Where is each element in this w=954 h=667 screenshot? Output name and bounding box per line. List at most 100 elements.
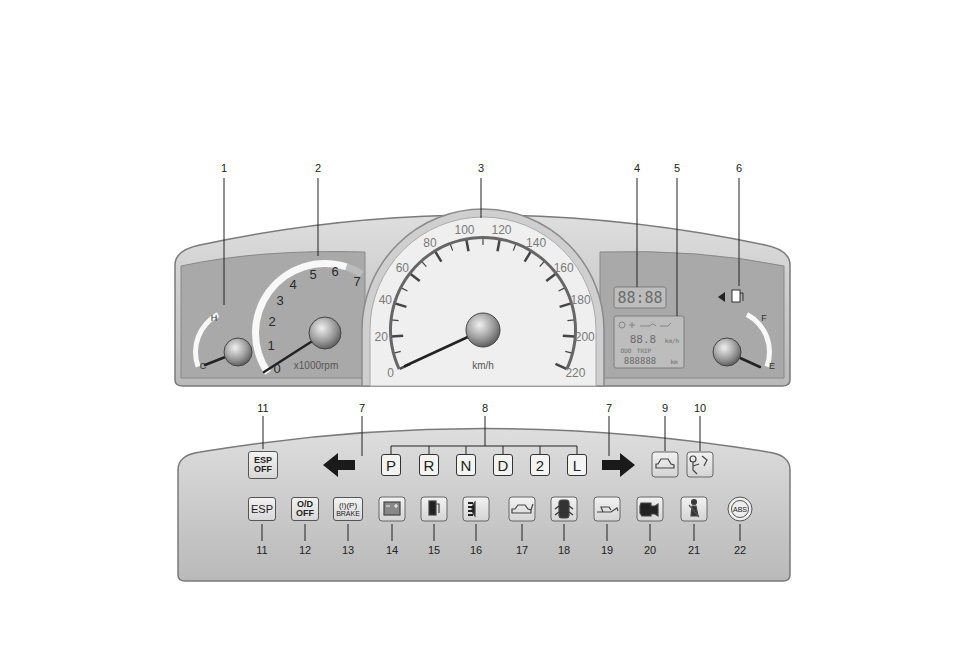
callout-number: 15: [428, 545, 440, 556]
fuel-glyph: [436, 504, 439, 513]
callout-number: 6: [736, 163, 742, 174]
leader-line: [434, 524, 435, 541]
car-icon: [656, 459, 674, 468]
tach-unit: x1000rpm: [294, 361, 338, 371]
lcd-unit: km/h: [665, 338, 679, 344]
gauge-arc: [389, 236, 577, 370]
airbag-icon: [693, 456, 707, 474]
speed-tick: [466, 240, 468, 252]
leader-lines: [224, 178, 739, 316]
speed-tick: [392, 319, 399, 321]
callout-number: 3: [478, 163, 484, 174]
speed-number: 200: [575, 331, 595, 343]
speed-tick: [391, 334, 403, 337]
callout-number: 18: [558, 545, 570, 556]
speed-tick: [401, 288, 407, 291]
trunk-glyph: [512, 504, 533, 513]
gauge-knobs: [224, 313, 741, 366]
gauge-arcs: [193, 236, 772, 375]
indicator-text: ESP OFF: [251, 456, 275, 474]
speed-tick: [546, 274, 555, 281]
lcd-icons: [619, 322, 671, 328]
speed-tick: [435, 251, 441, 261]
callout-number: 19: [601, 545, 613, 556]
leader-line: [262, 524, 263, 541]
indicator-text: ESP: [251, 504, 273, 515]
speedometer-bezel: [362, 209, 604, 386]
esp-indicator: ESP: [248, 497, 276, 521]
leader-line: [607, 524, 608, 541]
fuel-icon-hose: [740, 293, 743, 301]
abs-indicator: ABS: [727, 496, 753, 522]
callout-number: 22: [734, 545, 746, 556]
speed-number: 220: [565, 367, 585, 379]
callout-number: 1: [221, 163, 227, 174]
speedometer-ticks: [391, 238, 575, 369]
gear-indicator: P: [381, 454, 401, 476]
indicator-text: P: [386, 458, 396, 473]
leader-line: [740, 524, 741, 541]
speed-number: 40: [379, 294, 392, 306]
callout-number: 17: [516, 545, 528, 556]
callout-number: 5: [674, 163, 680, 174]
tach-number: 1: [267, 339, 274, 352]
indicator-text: BRAKE: [336, 510, 360, 517]
callout-number: 13: [342, 545, 354, 556]
speed-tick: [565, 351, 572, 353]
speed-tick: [540, 261, 545, 266]
lcd-mode: TRIP: [637, 348, 651, 354]
tach-number: 3: [276, 294, 283, 307]
fuel-mark: E: [769, 362, 775, 371]
callout-number: 14: [386, 545, 398, 556]
overdrive-off-indicator: O/D OFF: [291, 497, 319, 521]
speed-tick: [525, 251, 531, 261]
speed-tick: [567, 319, 574, 321]
tach-number: 0: [273, 362, 280, 375]
speed-number: 160: [554, 262, 574, 274]
callout-number: 4: [634, 163, 640, 174]
callout-number: 12: [299, 545, 311, 556]
indicator-text: N: [461, 458, 472, 473]
indicator-text: O/D OFF: [294, 500, 316, 518]
speed-tick: [395, 303, 406, 306]
esp-off-indicator: ESP OFF: [248, 451, 278, 479]
left-panel: [181, 252, 365, 378]
tach-number: 6: [331, 265, 338, 278]
abs-ring: [732, 501, 749, 518]
gear-indicator: N: [456, 454, 476, 476]
indicator-text: ABS: [733, 506, 747, 513]
gear-indicator: R: [419, 454, 439, 476]
tach-number: 7: [353, 275, 360, 288]
speed-number: 0: [387, 367, 394, 379]
callout-number: 11: [256, 545, 267, 556]
speed-number: 100: [454, 224, 474, 236]
gear-indicator: D: [493, 454, 513, 476]
leader-line: [564, 524, 565, 541]
speed-number: 120: [491, 224, 511, 236]
callout-number: 20: [644, 545, 656, 556]
turn-left-arrow: [323, 453, 355, 477]
leader-line: [348, 524, 349, 541]
speed-tick: [422, 261, 427, 266]
tach-number: 4: [289, 278, 296, 291]
speed-tick: [450, 244, 452, 251]
callout-number: 2: [315, 163, 321, 174]
speed-number: 180: [571, 294, 591, 306]
leader-line: [650, 524, 651, 541]
temp-mark: H: [211, 314, 218, 323]
leader-line: [476, 524, 477, 541]
indicator-text: (!)(P): [339, 502, 357, 510]
turn-right-arrow: [602, 453, 635, 477]
clock-display: [614, 287, 666, 308]
indicator-text: 2: [536, 458, 544, 473]
callout-number: 16: [470, 545, 482, 556]
speed-number: 140: [526, 237, 546, 249]
indicator-text: R: [424, 458, 435, 473]
gear-indicator: L: [567, 454, 587, 476]
speed-tick: [559, 288, 565, 291]
speed-number: 60: [396, 262, 409, 274]
lcd-unit: km: [670, 359, 677, 365]
right-panel: [600, 252, 784, 378]
speed-tick: [560, 303, 571, 306]
